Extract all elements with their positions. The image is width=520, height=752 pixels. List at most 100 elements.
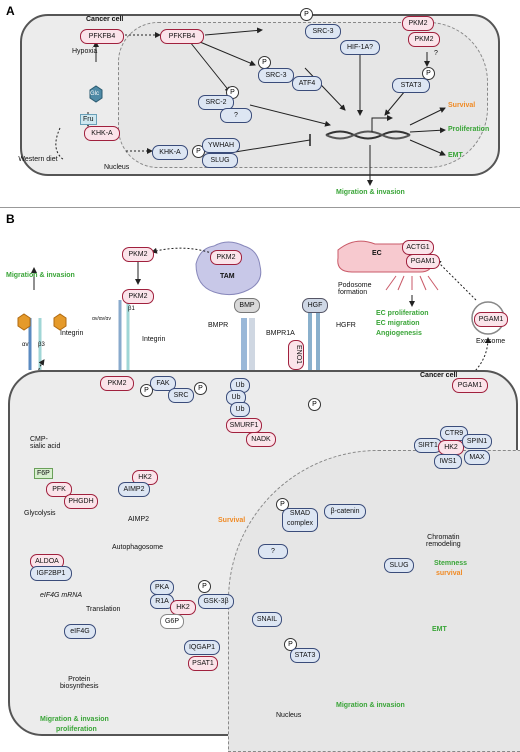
ctr9: CTR9: [440, 426, 468, 441]
src2: SRC-2: [198, 95, 234, 110]
p-gsk: P: [198, 580, 211, 593]
psat1: PSAT1: [188, 656, 218, 671]
autophagosome-label: Autophagosome: [112, 544, 163, 551]
ub-1: Ub: [230, 378, 250, 393]
migration-left: Migration & invasion: [40, 716, 109, 723]
western-diet-label: Western diet: [18, 156, 58, 163]
snail: SNAIL: [252, 612, 282, 627]
ec-outcome-2: EC migration: [376, 320, 420, 327]
exosome-label: Exosome: [476, 338, 506, 345]
chromatin-label: Chromatin remodeling: [426, 534, 461, 548]
p-stat3: P: [422, 67, 435, 80]
pkm2-tam: PKM2: [210, 250, 242, 265]
eno1: ENO1: [288, 340, 304, 370]
pfk: PFK: [46, 482, 72, 497]
proliferation-left: proliferation: [56, 726, 97, 733]
migration-bottom: Migration & invasion: [336, 702, 405, 709]
pkm2-a: PKM2: [402, 16, 434, 31]
iqgap1: IQGAP1: [184, 640, 220, 655]
smad-complex: SMAD complex: [282, 508, 318, 532]
atf4: ATF4: [292, 76, 322, 91]
pgam1-ec: PGAM1: [406, 254, 440, 269]
migration-a: Migration & invasion: [336, 189, 405, 196]
ec-outcome-3: Angiogenesis: [376, 330, 422, 337]
glycolysis-label: Glycolysis: [24, 510, 56, 517]
p-fak: P: [140, 384, 153, 397]
bmpr-label: BMPR: [208, 322, 229, 329]
hgfr-label: HGFR: [336, 322, 356, 329]
pkm2-b: PKM2: [408, 32, 440, 47]
beta3-left: β3: [38, 342, 45, 348]
pkm2-q: ?: [434, 50, 438, 57]
pfkfb4-nuc: PFKFB4: [160, 29, 204, 44]
max: MAX: [464, 450, 490, 465]
pkm2-top: PKM2: [122, 289, 154, 304]
slug-a: SLUG: [202, 153, 238, 168]
survival-b: Survival: [218, 517, 246, 524]
emt-b: EMT: [432, 626, 447, 633]
emt-a: EMT: [448, 152, 463, 159]
src3-b: SRC-3: [258, 68, 294, 83]
khk-a-nuc: KHK-A: [152, 145, 188, 160]
actg1: ACTG1: [402, 240, 434, 255]
protein-label: Protein biosynthesis: [60, 676, 99, 690]
beta-catenin: β-catenin: [324, 504, 366, 519]
panel-b-letter: B: [6, 212, 15, 226]
f6p-label: F6P: [34, 468, 53, 479]
p-src3-b: P: [258, 56, 271, 69]
question-b: ?: [258, 544, 288, 559]
gsk3b: GSK-3β: [198, 594, 234, 609]
hypoxia-label: Hypoxia: [72, 48, 98, 55]
slug-b: SLUG: [384, 558, 414, 573]
proliferation-a: Proliferation: [448, 126, 490, 133]
src3-a: SRC-3: [305, 24, 341, 39]
hk2-c: HK2: [170, 600, 196, 615]
fak: FAK: [150, 376, 176, 391]
ub-3: Ub: [230, 402, 250, 417]
pgam1-exo: PGAM1: [474, 312, 508, 327]
src2-q: ?: [220, 108, 252, 123]
alpha-v-left: αv: [22, 342, 29, 348]
khk-a-cyto: KHK-A: [84, 126, 120, 141]
glc-label: Glc: [90, 91, 99, 97]
alpha-v-mid: αv/αv/αv: [92, 316, 111, 322]
hif1a: HIF-1A?: [340, 40, 380, 55]
p-src: P: [194, 382, 207, 395]
pfkfb4-cyto: PFKFB4: [80, 29, 124, 44]
integrin-left: Integrin: [60, 330, 84, 337]
smurf1: SMURF1: [226, 418, 262, 433]
stemness: Stemness: [434, 560, 468, 567]
tam-label: TAM: [220, 273, 235, 280]
pkm2-left: PKM2: [100, 376, 134, 391]
pgam1-cell: PGAM1: [452, 378, 488, 393]
beta1-mid: β1: [128, 306, 135, 312]
fru-label: Fru: [80, 114, 97, 125]
ec-label: EC: [372, 250, 382, 257]
ec-outcome-1: EC proliferation: [376, 310, 429, 317]
panel-b-cell-label: Cancer cell: [420, 372, 458, 379]
integrin-mid: Integrin: [142, 336, 166, 343]
p-hgfr: P: [308, 398, 321, 411]
pka: PKA: [150, 580, 174, 595]
stat3-a: STAT3: [392, 78, 430, 93]
ywhah: YWHAH: [202, 138, 240, 153]
iws1: IWS1: [434, 454, 462, 469]
spin1: SPIN1: [462, 434, 492, 449]
nadk: NADK: [246, 432, 276, 447]
bmpr1a-label: BMPR1A: [266, 330, 295, 337]
panel-a-letter: A: [6, 4, 15, 18]
eif4g-mrna: eIF4G mRNA: [40, 592, 83, 599]
panel-a-nucleus-label: Nucleus: [104, 164, 130, 171]
pkm2-mid: PKM2: [122, 247, 154, 262]
aimp2-b: AIMP2: [128, 516, 150, 523]
bmp: BMP: [234, 298, 260, 313]
panel-b-nucleus-label: Nucleus: [276, 712, 302, 719]
src-b: SRC: [168, 388, 194, 403]
cmp-sialic: CMP- sialic acid: [30, 436, 61, 450]
aimp2-a: AIMP2: [118, 482, 150, 497]
p-src3-a: P: [300, 8, 313, 21]
igf2bp1: IGF2BP1: [30, 566, 72, 581]
translation-label: Translation: [86, 606, 121, 613]
ub-2: Ub: [226, 390, 246, 405]
podosome-label: Podosome formation: [338, 282, 372, 296]
